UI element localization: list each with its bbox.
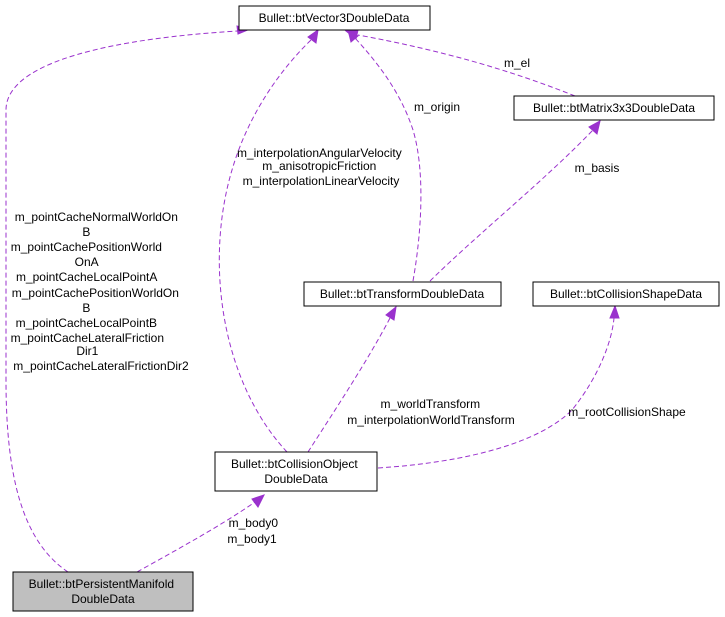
edge-m-world-transform: [307, 317, 391, 453]
edge-point-cache: [5, 30, 239, 573]
node-label: Bullet::btCollisionShapeData: [550, 287, 702, 301]
edge-label-point-cache: m_pointCacheNormalWorldOn B m_pointCache…: [11, 210, 189, 373]
node-collision-object-double-data[interactable]: Bullet::btCollisionObject DoubleData: [214, 451, 378, 492]
edge-velocities: [218, 39, 312, 453]
node-label: Bullet::btMatrix3x3DoubleData: [533, 101, 695, 115]
node-vector3-double-data[interactable]: Bullet::btVector3DoubleData: [238, 5, 431, 31]
edge-label-m-root-collision-shape: m_rootCollisionShape: [568, 405, 686, 419]
edge-m-body: [136, 501, 256, 573]
edge-label-m-basis: m_basis: [575, 161, 620, 175]
node-label: Bullet::btVector3DoubleData: [259, 11, 410, 25]
node-label: Bullet::btCollisionObject DoubleData: [231, 457, 361, 486]
edge-m-root-collision-shape: [377, 317, 615, 469]
node-matrix3x3-double-data[interactable]: Bullet::btMatrix3x3DoubleData: [513, 95, 715, 121]
edge-label-velocities: m_interpolationAngularVelocity m_anisotr…: [237, 146, 405, 188]
arrowhead-m-origin: [347, 28, 359, 43]
edge-label-m-el: m_el: [504, 56, 530, 70]
node-label: Bullet::btPersistentManifold DoubleData: [29, 577, 178, 606]
edge-m-origin: [354, 37, 422, 282]
arrowhead-m-world-transform: [385, 305, 397, 321]
arrowhead-m-body: [251, 494, 265, 508]
arrowhead-m-root-collision-shape: [609, 304, 620, 319]
node-label: Bullet::btTransformDoubleData: [320, 287, 485, 301]
edge-label-m-world-transform: m_worldTransform m_interpolationWorldTra…: [347, 397, 514, 427]
node-persistent-manifold-double-data[interactable]: Bullet::btPersistentManifold DoubleData: [12, 571, 194, 612]
edge-label-m-origin: m_origin: [414, 100, 460, 114]
arrowhead-m-basis: [588, 120, 601, 135]
edge-m-el: [357, 34, 576, 97]
node-transform-double-data[interactable]: Bullet::btTransformDoubleData: [303, 281, 502, 307]
node-collision-shape-data[interactable]: Bullet::btCollisionShapeData: [532, 281, 720, 307]
edge-label-m-body: m_body0 m_body1: [227, 516, 281, 546]
edge-m-basis: [429, 129, 594, 282]
arrowhead-velocities: [307, 28, 319, 44]
